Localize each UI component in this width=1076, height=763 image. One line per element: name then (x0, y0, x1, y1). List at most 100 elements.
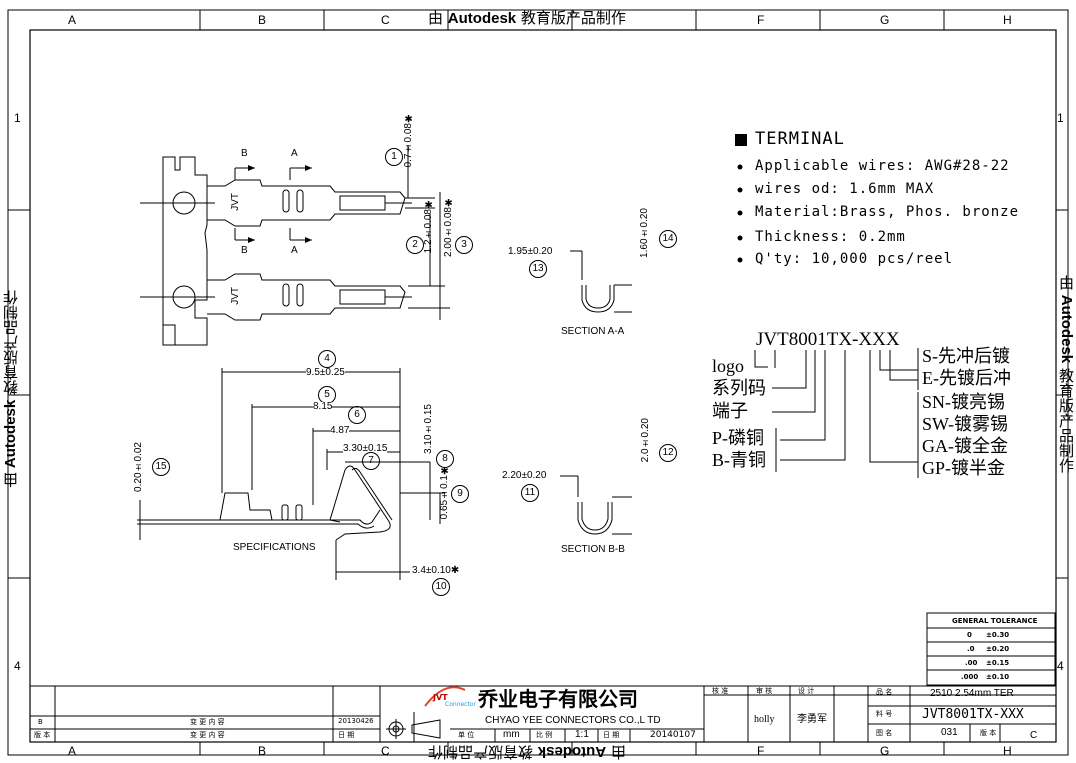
rev-mark: B (38, 718, 43, 726)
zone-col-h-bottom: H (1003, 744, 1012, 758)
design-header: 设 计 (798, 687, 815, 695)
top-view-drawing (140, 145, 450, 346)
drawing-label: 图 名 (876, 729, 893, 737)
name-value: 2510 2.54mm TER (930, 688, 1014, 699)
zone-col-b-bottom: B (258, 744, 267, 758)
rev-header-version: 版 本 (34, 731, 51, 739)
watermark-right: 由 Autodesk 教育版产品制作 (1057, 275, 1075, 473)
code-label-series: 系列码 (712, 378, 766, 398)
zone-col-f: F (757, 13, 765, 27)
code-label-p: P-磷铜 (712, 428, 765, 448)
section-aa-drawing (570, 250, 632, 313)
zone-row-1: 1 (14, 111, 21, 125)
note-item: Thickness: 0.2mm (755, 229, 906, 245)
title-block-grid (29, 685, 1057, 743)
callout-4: 4 (318, 350, 336, 368)
zone-col-f-bottom: F (757, 744, 765, 758)
drawing-value: 031 (941, 727, 958, 738)
dim-8: 3.10±0.15 (423, 404, 434, 454)
note-item: Material:Brass, Phos. bronze (755, 204, 1020, 220)
approve-header: 核 准 (712, 687, 729, 695)
dim-6: 4.87 (330, 425, 350, 436)
zone-col-a-bottom: A (68, 744, 77, 758)
name-label: 品 名 (876, 688, 893, 696)
watermark-left: 由 Autodesk 教育版产品制作 (2, 290, 20, 488)
code-label-terminal: 端子 (712, 401, 748, 421)
callout-3: 3 (455, 236, 473, 254)
dim-5: 8.15 (313, 401, 333, 412)
callout-11: 11 (521, 484, 539, 502)
dim-9: 0.65±0.1✱ (439, 464, 450, 520)
rev-header-date: 日 期 (338, 731, 355, 739)
tolerance-key: .0 (967, 645, 975, 653)
callout-13: 13 (529, 260, 547, 278)
tolerance-key: .000 (961, 673, 979, 681)
tolerance-key: .00 (965, 659, 978, 667)
tolerance-key: 0 (967, 631, 972, 639)
watermark-top: 由 Autodesk 教育版产品制作 (428, 9, 626, 27)
zone-row-1-right: 1 (1057, 111, 1064, 125)
code-label-gp: GP-镀半金 (922, 458, 1006, 478)
notes-title: TERMINAL (755, 129, 845, 149)
code-label-s: S-先冲后镀 (922, 346, 1011, 366)
zone-col-b: B (258, 13, 267, 27)
company-name-en: CHYAO YEE CONNECTORS CO.,L TD (485, 715, 661, 726)
dim-4: 9.5±0.25 (306, 367, 345, 378)
code-label-sw: SW-镀雾锡 (922, 414, 1009, 434)
callout-12: 12 (659, 444, 677, 462)
specifications-label: SPECIFICATIONS (233, 542, 316, 553)
side-view-drawing (137, 368, 445, 580)
jvt-mark-upper: JVT (230, 193, 241, 211)
section-marker-a: A (291, 148, 298, 159)
zone-row-4: 4 (14, 659, 21, 673)
callout-6: 6 (348, 406, 366, 424)
code-label-ga: GA-镀全金 (922, 436, 1008, 456)
rev-header-desc: 变 更 内 容 (190, 731, 225, 739)
code-label-b: B-青铜 (712, 450, 766, 470)
version-value: C (1030, 730, 1038, 741)
dim-14: 1.60±0.20 (639, 208, 650, 258)
dim-3: 2.00±0.08✱ (443, 196, 454, 257)
date-value: 20140107 (650, 730, 696, 740)
part-code: JVT8001TX-XXX (756, 329, 900, 350)
callout-14: 14 (659, 230, 677, 248)
rev-desc: 变 更 内 容 (190, 718, 225, 726)
part-label: 料 号 (876, 710, 893, 718)
dim-7: 3.30±0.15 (343, 443, 388, 454)
zone-row-4-right: 4 (1057, 659, 1064, 673)
watermark-bottom: 由 Autodesk 教育版产品制作 (428, 743, 626, 761)
tolerance-value: ±0.20 (986, 645, 1010, 653)
unit-value: mm (503, 729, 520, 740)
tolerance-value: ±0.15 (986, 659, 1010, 667)
section-marker-a-lower: A (291, 245, 298, 256)
section-aa-label: SECTION A-A (561, 326, 625, 337)
jvt-mark-lower: JVT (230, 287, 241, 305)
tolerance-table-grid (926, 612, 1056, 686)
version-label: 版 本 (980, 729, 997, 737)
rev-date: 20130426 (338, 717, 374, 725)
zone-col-c: C (381, 13, 390, 27)
code-label-sn: SN-镀亮锡 (922, 392, 1006, 412)
dim-1: 0.7±0.08✱ (403, 112, 414, 168)
section-marker-b-lower: B (241, 245, 248, 256)
jvt-logo-sub: Connector (445, 701, 476, 708)
reviewer: holly (754, 714, 775, 725)
code-label-e: E-先镀后冲 (922, 368, 1011, 388)
dim-13: 1.95±0.20 (508, 246, 553, 257)
zone-col-g-bottom: G (880, 744, 890, 758)
zone-col-g: G (880, 13, 890, 27)
designer: 李勇军 (797, 714, 827, 725)
dim-11: 2.20±0.20 (502, 470, 547, 481)
jvt-logo-swoosh-icon (424, 686, 466, 707)
dim-2: 1.2±0.08✱ (423, 198, 434, 254)
zone-col-h: H (1003, 13, 1012, 27)
section-bb-label: SECTION B-B (561, 544, 625, 555)
date-label: 日 期 (603, 731, 620, 739)
tolerance-value: ±0.10 (986, 673, 1010, 681)
dim-10: 3.4±0.10✱ (412, 565, 460, 576)
callout-9: 9 (451, 485, 469, 503)
zone-col-c-bottom: C (381, 744, 390, 758)
note-item: Applicable wires: AWG#28-22 (755, 158, 1010, 174)
dim-15: 0.20±0.02 (133, 442, 144, 492)
